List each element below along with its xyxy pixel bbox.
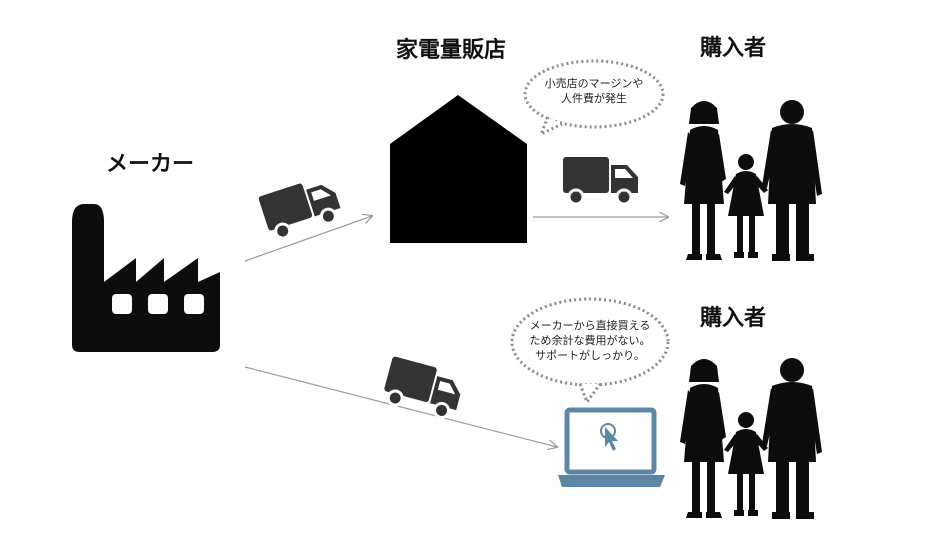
speech-bubble-top: [523, 59, 665, 138]
truck-icon: [256, 172, 346, 244]
bubble-bottom-text: メーカーから直接買える ため余計な費用がない。 サポートがしっかり。: [520, 318, 660, 363]
bubble-top-text: 小売店のマージンや 人件費が発生: [534, 76, 654, 106]
laptop-icon: [558, 407, 665, 487]
family-silhouette-bottom: [680, 358, 822, 519]
maker-label: メーカー: [106, 152, 195, 177]
bubble-top-line1: 小売店のマージンや: [544, 77, 644, 90]
buyer-label-bottom: 購入者: [700, 306, 767, 331]
buyer-label-top: 購入者: [700, 36, 767, 61]
factory-icon: [72, 204, 220, 352]
truck-icon: [561, 155, 640, 206]
bubble-bottom-line1: メーカーから直接買える: [529, 319, 651, 332]
bubble-top-line2: 人件費が発生: [561, 92, 627, 105]
arrow-maker-to-online: [244, 366, 557, 447]
speech-bubble-bottom: [510, 297, 670, 406]
bubble-bottom-line2: ため余計な費用がない。: [529, 334, 651, 347]
bubble-bottom-line3: サポートがしっかり。: [535, 349, 645, 362]
store-label: 家電量販店: [396, 38, 507, 63]
truck-icon: [379, 354, 467, 423]
family-silhouette-top: [680, 100, 822, 261]
store-building-icon: [390, 95, 527, 243]
arrow-maker-to-store: [244, 216, 372, 262]
